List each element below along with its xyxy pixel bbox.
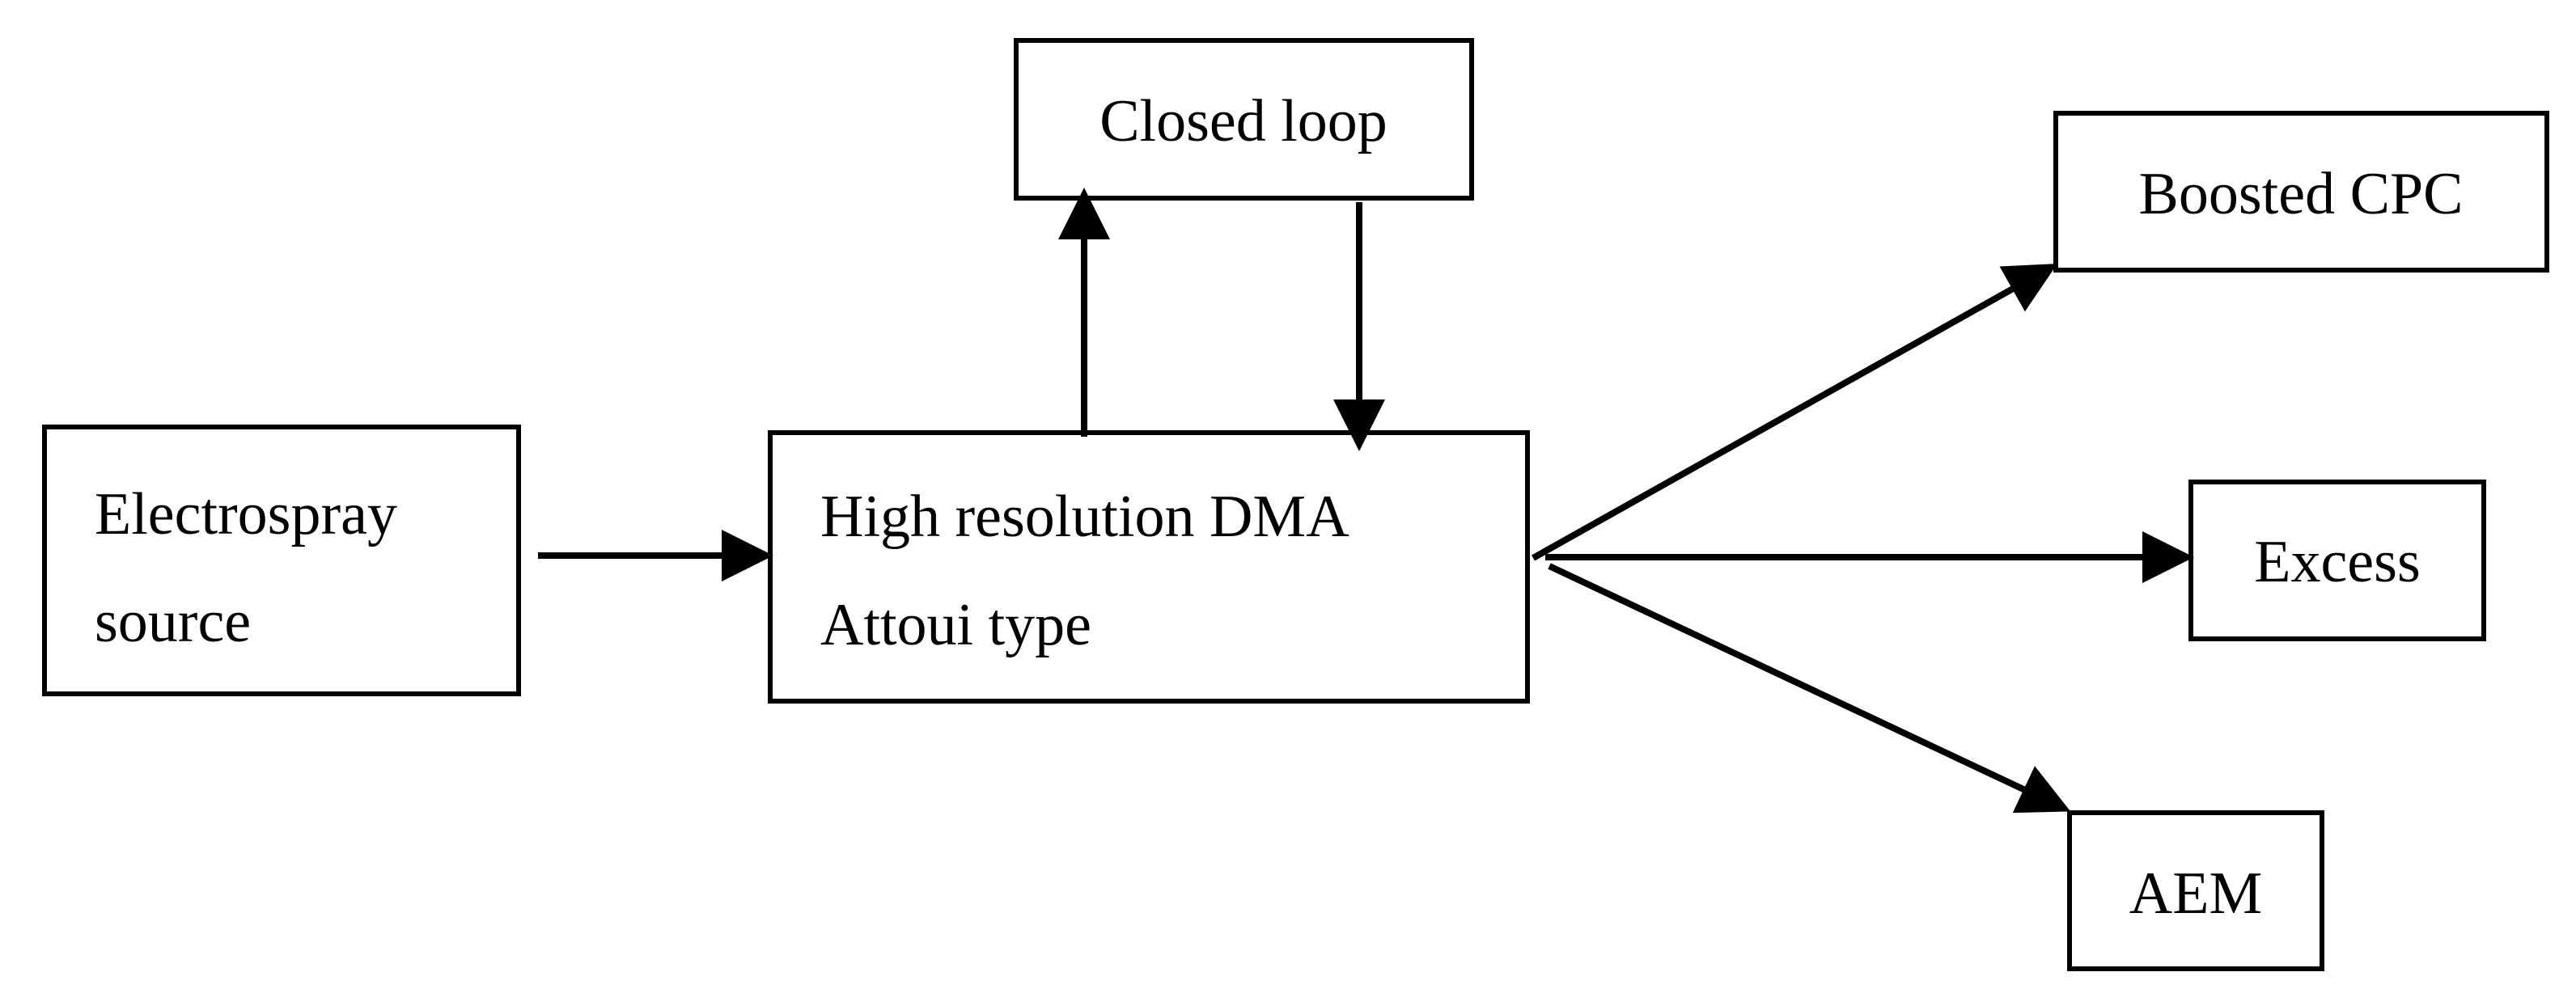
- electrospray-label-line1: Electrospray: [95, 481, 397, 547]
- aem-node: AEM: [2067, 810, 2324, 971]
- dma-label-line1: High resolution DMA: [820, 484, 1349, 550]
- closed-loop-label: Closed loop: [1099, 88, 1388, 154]
- excess-node: Excess: [2188, 480, 2486, 641]
- boosted-cpc-node: Boosted CPC: [2053, 111, 2549, 273]
- arrow-dma-to-boosted-cpc: [1532, 264, 2057, 561]
- electrospray-label-line2: source: [95, 589, 251, 655]
- dma-label-line2: Attoui type: [820, 592, 1091, 658]
- aem-label: AEM: [2129, 860, 2262, 927]
- arrow-dma-to-aem: [1548, 563, 2071, 814]
- electrospray-source-node: Electrospray source: [42, 425, 521, 696]
- closed-loop-node: Closed loop: [1014, 38, 1474, 201]
- boosted-cpc-label: Boosted CPC: [2139, 161, 2464, 227]
- excess-label: Excess: [2254, 529, 2421, 595]
- dma-node: High resolution DMA Attoui type: [768, 430, 1530, 704]
